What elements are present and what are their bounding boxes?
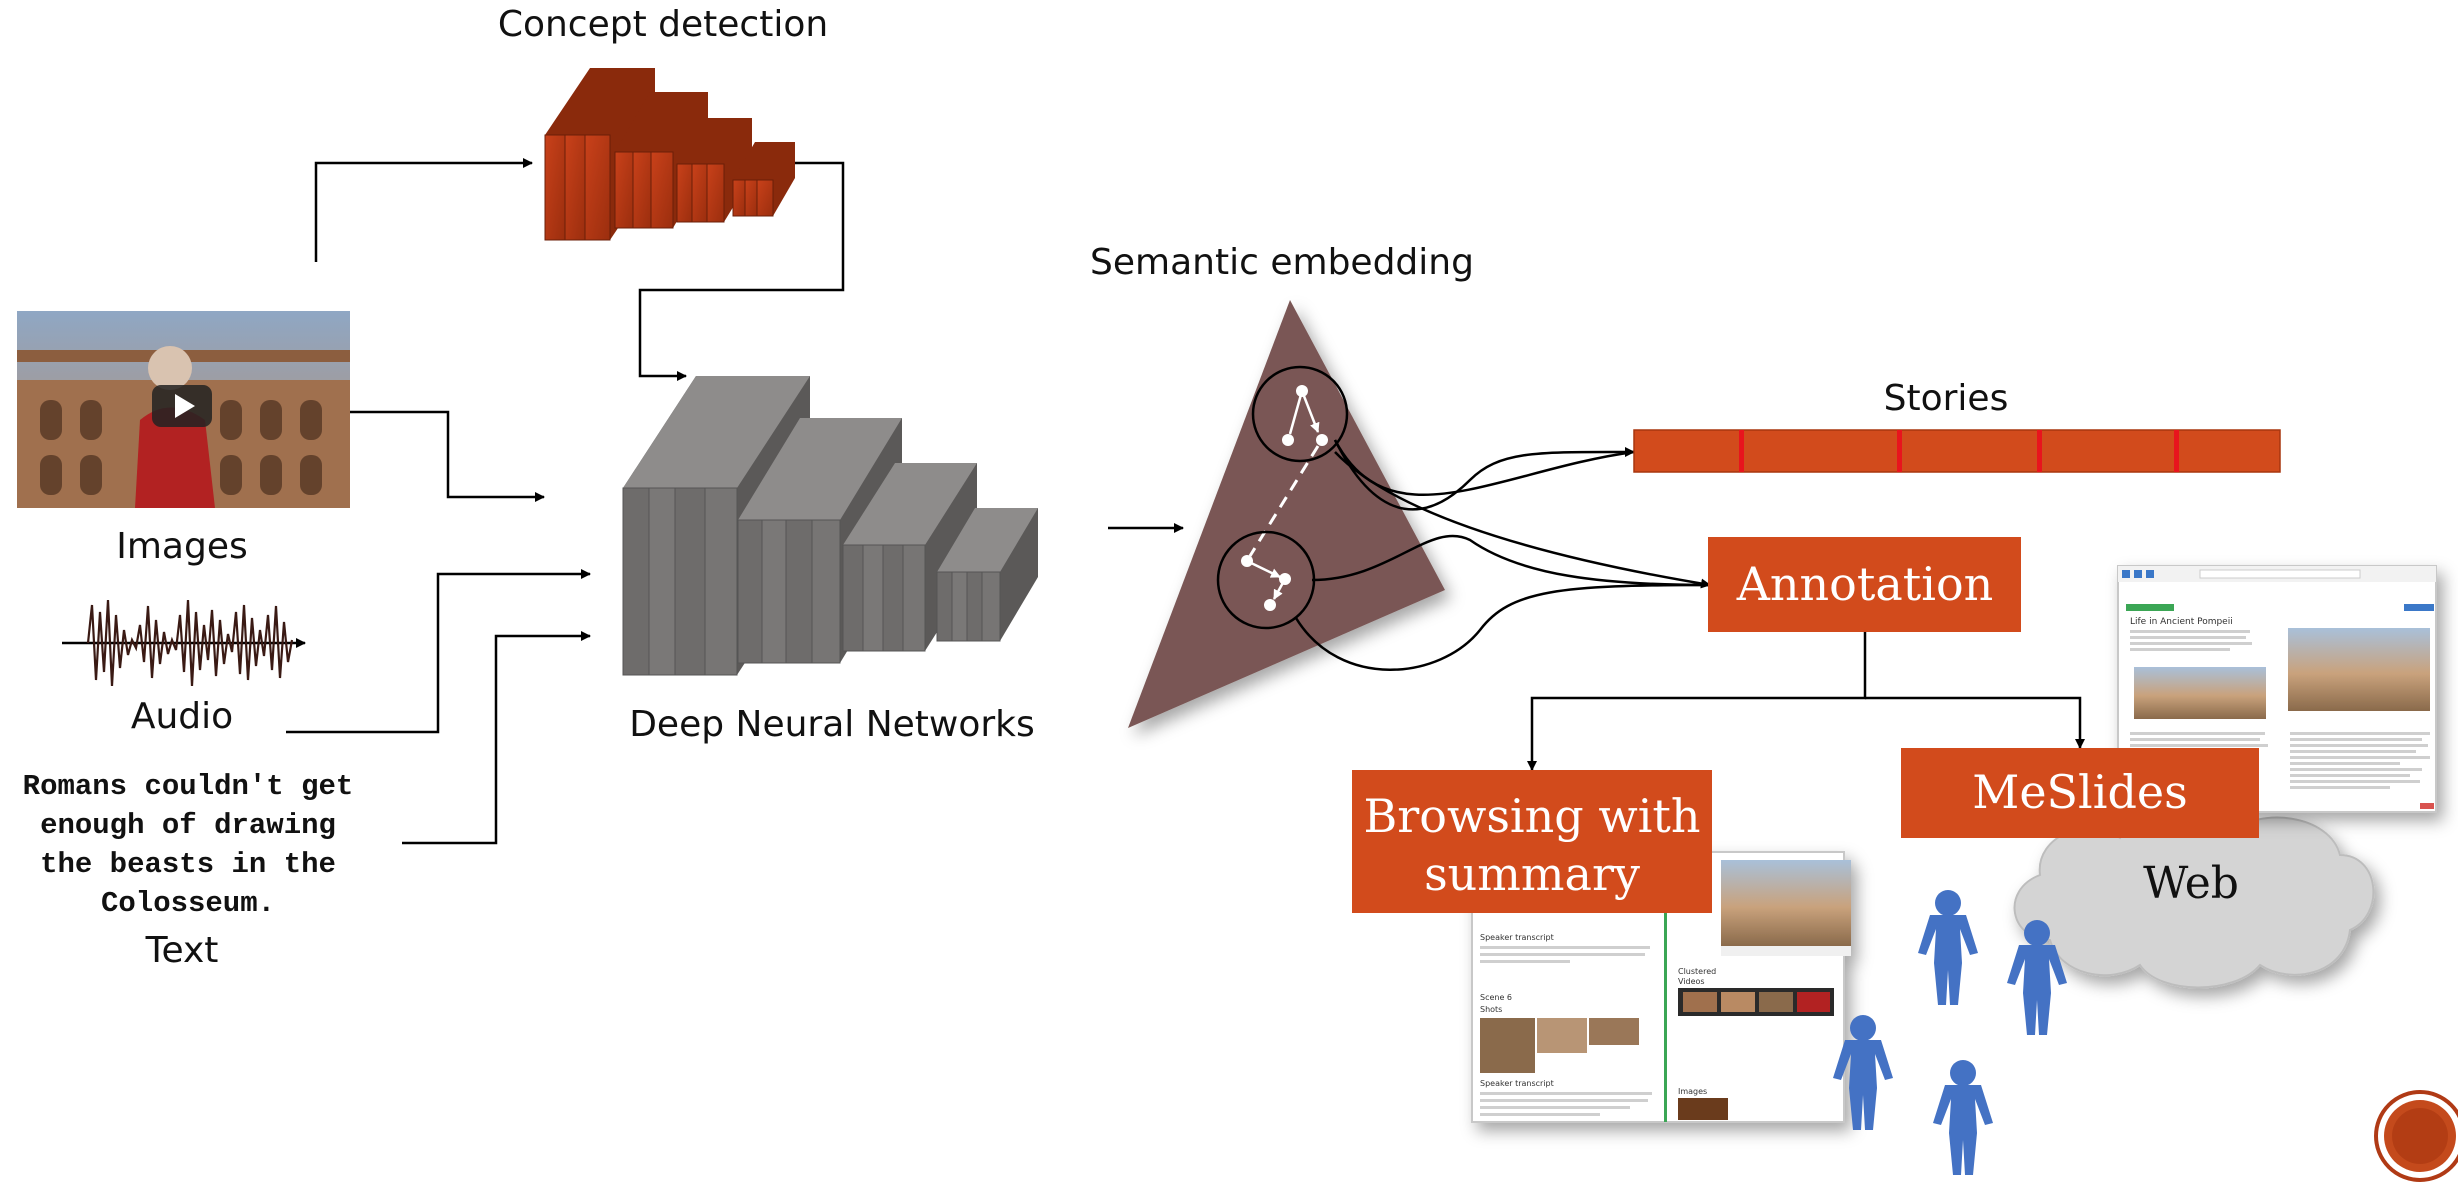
- audio-waveform-icon: [62, 599, 306, 687]
- meslides-box[interactable]: MeSlides: [1901, 748, 2259, 838]
- story-divider: [1897, 430, 1902, 472]
- screenshot-clustered: Clustered: [1678, 967, 1716, 976]
- shot-thumb: [1589, 1018, 1639, 1045]
- embedding-dashed-link: [1248, 445, 1320, 557]
- screenshot-speaker-transcript-2: Speaker transcript: [1480, 1079, 1554, 1088]
- story-divider: [1739, 430, 1744, 472]
- person-icon: [1933, 1060, 1993, 1175]
- logo-seal-icon: [2374, 1090, 2458, 1182]
- annotation-box-label: Annotation: [1736, 557, 1994, 611]
- embedding-cluster-bottom: [1216, 530, 1316, 630]
- pompeii-photo-2: [2288, 628, 2430, 711]
- concept-detection-network: [544, 68, 795, 241]
- meslides-box-label: MeSlides: [1972, 765, 2188, 819]
- slide-title: Life in Ancient Pompeii: [2130, 617, 2233, 627]
- embedding-links: [1294, 439, 2085, 771]
- cnn-block-3: [676, 118, 752, 223]
- browsing-box-line-1: Browsing with: [1363, 789, 1700, 843]
- person-icon: [2007, 920, 2067, 1035]
- concept-detection-label: Concept detection: [498, 4, 828, 45]
- dnn-block-4: [936, 508, 1038, 642]
- story-divider: [2174, 430, 2179, 472]
- deep-neural-network: [622, 376, 1038, 676]
- screenshot-shots: Shots: [1480, 1005, 1502, 1014]
- shot-thumb: [1537, 1018, 1587, 1053]
- cnn-block-4: [732, 142, 795, 217]
- pompeii-photo-1: [2134, 667, 2266, 719]
- cloud-shape: [2013, 811, 2375, 989]
- dnn-block-3: [842, 463, 977, 652]
- person-icon: [1918, 890, 1978, 1005]
- input-arrows: [286, 158, 1184, 845]
- screenshot-images: Images: [1678, 1087, 1707, 1096]
- text-sample-line-2: enough of drawing: [40, 809, 336, 842]
- stories-timeline[interactable]: [1633, 429, 2281, 473]
- dnn-label: Deep Neural Networks: [629, 704, 1035, 745]
- story-divider: [2037, 430, 2042, 472]
- text-sample-line-4: Colosseum.: [101, 887, 275, 920]
- audio-label: Audio: [131, 696, 233, 737]
- embedding-cluster-top: [1251, 365, 1349, 463]
- semantic-embedding-space: [1128, 300, 1445, 728]
- text-label: Text: [145, 930, 219, 971]
- browsing-box-line-2: summary: [1424, 847, 1640, 901]
- video-thumbnail[interactable]: [17, 311, 350, 508]
- semantic-embedding-label: Semantic embedding: [1090, 242, 1474, 283]
- stories-label: Stories: [1884, 378, 2009, 419]
- web-label: Web: [2143, 858, 2239, 909]
- shot-thumb: [1480, 1018, 1535, 1073]
- screenshot-scene: Scene 6: [1480, 993, 1512, 1002]
- annotation-box[interactable]: Annotation: [1708, 537, 2021, 632]
- video-frame: [1721, 860, 1851, 946]
- images-label: Images: [116, 526, 248, 567]
- users-group: [1833, 890, 2067, 1175]
- text-sample-line-3: the beasts in the: [40, 848, 336, 881]
- browsing-with-summary-box[interactable]: Browsing with summary: [1352, 770, 1712, 913]
- screenshot-videos: Videos: [1678, 977, 1705, 986]
- person-icon: [1833, 1015, 1893, 1130]
- screenshot-speaker-transcript: Speaker transcript: [1480, 933, 1554, 942]
- text-sample-line-1: Romans couldn't get: [23, 770, 354, 803]
- play-icon[interactable]: [152, 385, 212, 427]
